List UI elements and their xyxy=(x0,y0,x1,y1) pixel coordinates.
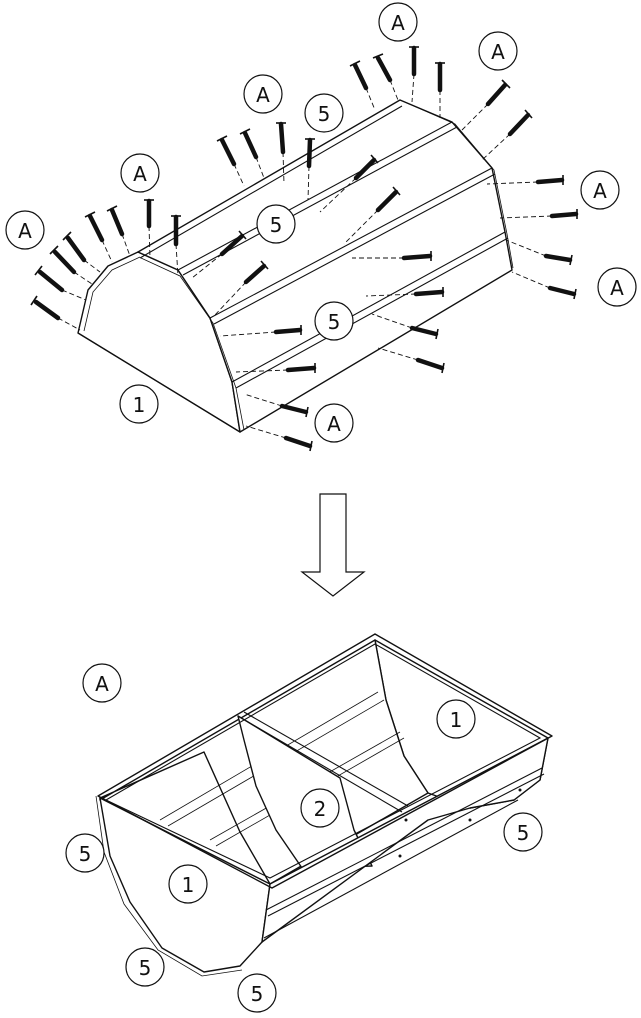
svg-text:A: A xyxy=(256,83,270,107)
svg-text:1: 1 xyxy=(133,393,146,417)
nail-group-top-slats xyxy=(191,154,401,317)
svg-text:A: A xyxy=(610,276,624,300)
svg-text:5: 5 xyxy=(318,102,331,126)
callout-nail-3: A xyxy=(243,74,283,114)
svg-text:5: 5 xyxy=(139,956,152,980)
svg-text:A: A xyxy=(491,40,505,64)
svg-text:2: 2 xyxy=(314,797,327,821)
callout-nail-9: A xyxy=(82,663,122,703)
svg-text:A: A xyxy=(95,672,109,696)
svg-text:5: 5 xyxy=(79,842,92,866)
callout-slat-5: 5 xyxy=(65,833,105,873)
callout-divider: 2 xyxy=(300,788,340,828)
svg-text:A: A xyxy=(327,412,341,436)
callout-nail-1: A xyxy=(378,2,418,42)
near-side-wall xyxy=(261,737,549,943)
nail-group-side-slats xyxy=(219,251,445,452)
svg-text:1: 1 xyxy=(450,708,463,732)
svg-text:A: A xyxy=(391,11,405,35)
down-arrow xyxy=(300,493,366,597)
nail-group-left-end xyxy=(30,198,181,331)
callout-end-panel-near: 1 xyxy=(168,864,208,904)
nail-group-far-end-side xyxy=(461,79,579,300)
svg-text:A: A xyxy=(18,219,32,243)
callout-nail-8: A xyxy=(314,403,354,443)
callout-slat-6: 5 xyxy=(125,947,165,987)
callout-nail-2: A xyxy=(478,31,518,71)
svg-text:5: 5 xyxy=(328,310,341,334)
nail-group-far-end-top xyxy=(349,45,445,118)
callout-nail-5: A xyxy=(5,210,45,250)
callout-slat-4: 5 xyxy=(503,812,543,852)
nail-group-top-middle xyxy=(216,121,315,201)
callout-slat-7: 5 xyxy=(237,973,277,1013)
upper-assembly-view xyxy=(30,45,579,452)
callout-slat-2: 5 xyxy=(256,204,296,244)
callout-slat-3: 5 xyxy=(314,301,354,341)
callout-end-panel-back: 1 xyxy=(436,699,476,739)
svg-text:A: A xyxy=(133,162,147,186)
svg-text:5: 5 xyxy=(251,982,264,1006)
svg-text:5: 5 xyxy=(270,213,283,237)
callout-nail-6: A xyxy=(580,170,620,210)
trough-body xyxy=(137,99,513,433)
svg-text:5: 5 xyxy=(517,821,530,845)
svg-text:A: A xyxy=(593,179,607,203)
callout-slat-1: 5 xyxy=(304,93,344,133)
callout-end-panel-top: 1 xyxy=(119,384,159,424)
callout-nail-7: A xyxy=(597,267,637,307)
callout-nail-4: A xyxy=(120,153,160,193)
svg-text:1: 1 xyxy=(182,873,195,897)
